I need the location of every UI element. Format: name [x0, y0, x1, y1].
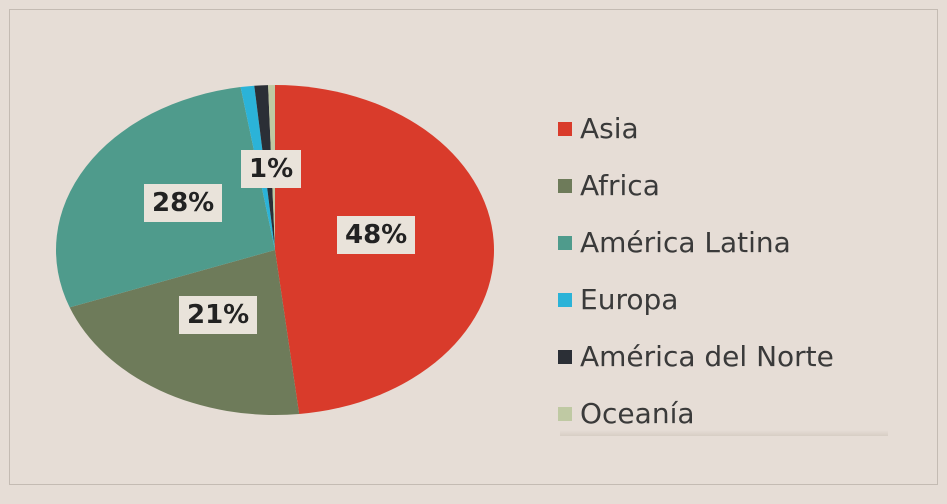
legend-item-oceania: Oceanía: [558, 385, 888, 442]
legend: Asia Africa América Latina Europa Améric…: [558, 100, 888, 436]
pie-chart: [56, 85, 494, 415]
slice-label-africa: 21%: [179, 296, 258, 334]
legend-swatch-africa: [558, 178, 572, 193]
legend-swatch-america-del-norte: [558, 349, 572, 364]
legend-label-america-latina: América Latina: [580, 226, 791, 259]
legend-label-asia: Asia: [580, 112, 639, 145]
legend-swatch-america-latina: [558, 235, 572, 250]
legend-swatch-europa: [558, 292, 572, 307]
slice-label-america-latina: 28%: [144, 184, 223, 222]
legend-label-oceania: Oceanía: [580, 397, 695, 430]
slice-label-europa: 1%: [241, 150, 302, 188]
legend-item-asia: Asia: [558, 100, 888, 157]
legend-label-africa: Africa: [580, 169, 660, 202]
legend-swatch-asia: [558, 121, 572, 136]
legend-label-europa: Europa: [580, 283, 679, 316]
legend-label-america-del-norte: América del Norte: [580, 340, 834, 373]
legend-shadow: [560, 430, 888, 436]
legend-item-america-latina: América Latina: [558, 214, 888, 271]
slice-label-asia: 48%: [337, 216, 416, 254]
legend-item-europa: Europa: [558, 271, 888, 328]
legend-swatch-oceania: [558, 406, 572, 421]
legend-item-africa: Africa: [558, 157, 888, 214]
legend-item-america-del-norte: América del Norte: [558, 328, 888, 385]
chart-frame: 48% 21% 28% 1% Asia Africa América Latin…: [9, 9, 938, 485]
